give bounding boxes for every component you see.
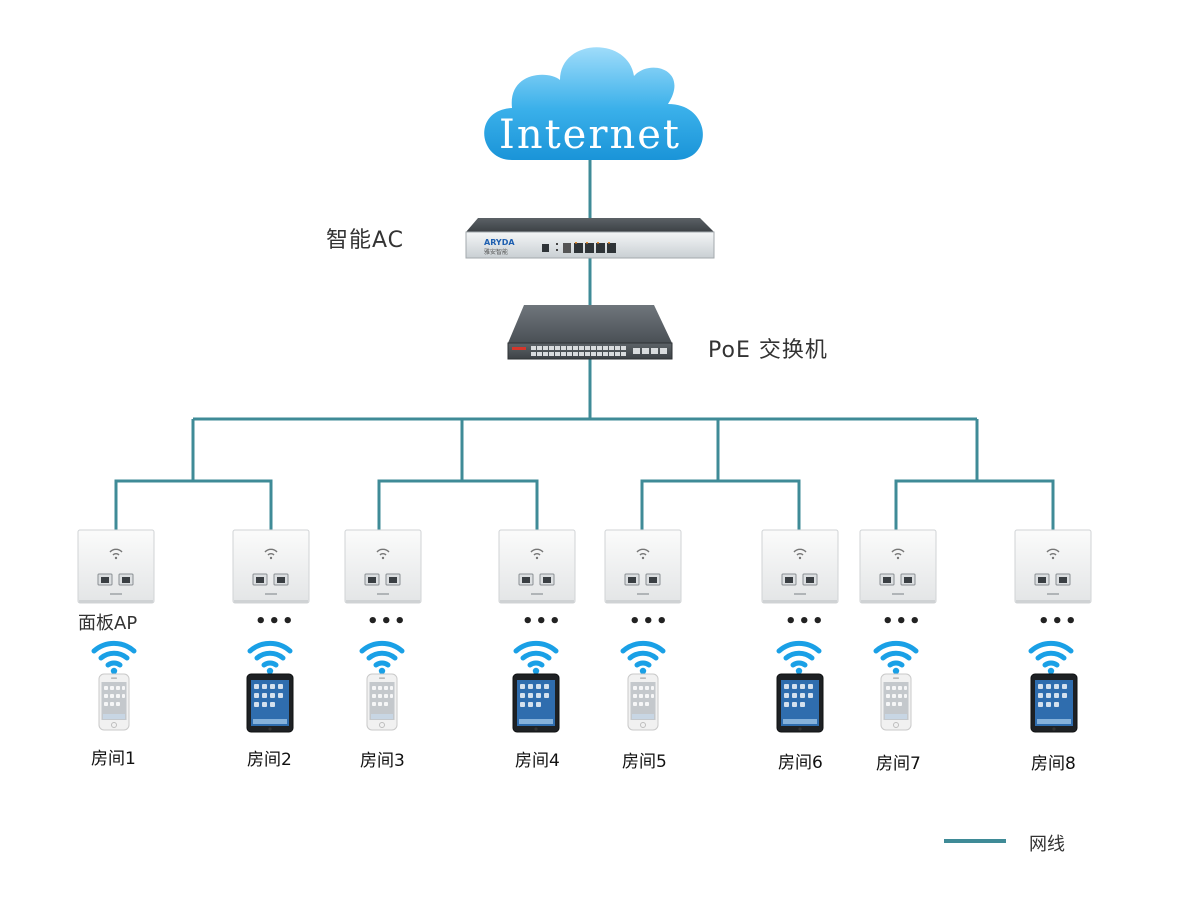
wifi-icon	[1031, 643, 1071, 674]
ap-panel-5	[604, 529, 682, 604]
cable-branch-3	[640, 479, 801, 531]
tablet-icon	[246, 673, 294, 733]
wifi-icon	[779, 643, 819, 674]
wifi-signals	[94, 643, 1071, 674]
room-label: 房间6	[778, 753, 823, 773]
phone-icon	[880, 673, 912, 731]
poe-switch	[507, 305, 673, 360]
room-label: 房间4	[515, 751, 560, 771]
room-label: 房间1	[91, 749, 136, 769]
ap-panel-3	[344, 529, 422, 604]
ap-panel-8	[1014, 529, 1092, 604]
room-label: 房间8	[1031, 754, 1076, 774]
tablet-icon	[776, 673, 824, 733]
wifi-icon	[250, 643, 290, 674]
ap-panel-7	[859, 529, 937, 604]
phone-icon	[627, 673, 659, 731]
ap-label: 面板AP	[78, 613, 138, 634]
ap-ellipsis: •••	[255, 611, 296, 632]
cloud-shape	[484, 47, 703, 160]
cable-lines	[114, 150, 1055, 531]
wifi-icon	[623, 643, 663, 674]
wifi-icon	[94, 643, 134, 674]
cable-branch-4	[894, 479, 1055, 531]
tablet-icon	[512, 673, 560, 733]
ap-ellipsis: •••	[629, 611, 670, 632]
ap-ellipsis: •••	[882, 611, 923, 632]
ap-panel-2	[232, 529, 310, 604]
room-label: 房间2	[247, 750, 292, 770]
ac-controller: ARYDA 雅安智能	[465, 218, 715, 259]
wifi-icon	[516, 643, 556, 674]
ap-ellipsis: •••	[522, 611, 563, 632]
internet-cloud: Internet	[484, 47, 703, 160]
phone-icon	[98, 673, 130, 731]
wifi-icon	[876, 643, 916, 674]
cable-branch-1	[114, 479, 273, 531]
ap-panel-6	[761, 529, 839, 604]
ac-label: 智能AC	[326, 228, 405, 253]
poe-switch-label: PoE 交换机	[708, 338, 828, 363]
internet-label: Internet	[499, 112, 681, 158]
tablet-icon	[1030, 673, 1078, 733]
ac-brand-sub: 雅安智能	[484, 248, 508, 256]
cable-branch-2	[377, 479, 539, 531]
ap-panel-4	[498, 529, 576, 604]
phone-icon	[366, 673, 398, 731]
ap-ellipsis: •••	[367, 611, 408, 632]
ap-ellipsis: •••	[785, 611, 826, 632]
room-label: 房间7	[876, 754, 921, 774]
ap-panel-1	[77, 529, 155, 604]
wifi-icon	[362, 643, 402, 674]
ap-ellipsis: •••	[1038, 611, 1079, 632]
client-devices	[98, 673, 1078, 733]
ap-panels	[77, 529, 1092, 604]
room-label: 房间3	[360, 751, 405, 771]
legend-label: 网线	[1029, 834, 1065, 855]
room-label: 房间5	[622, 752, 667, 772]
ac-brand-logo: ARYDA	[484, 238, 515, 247]
